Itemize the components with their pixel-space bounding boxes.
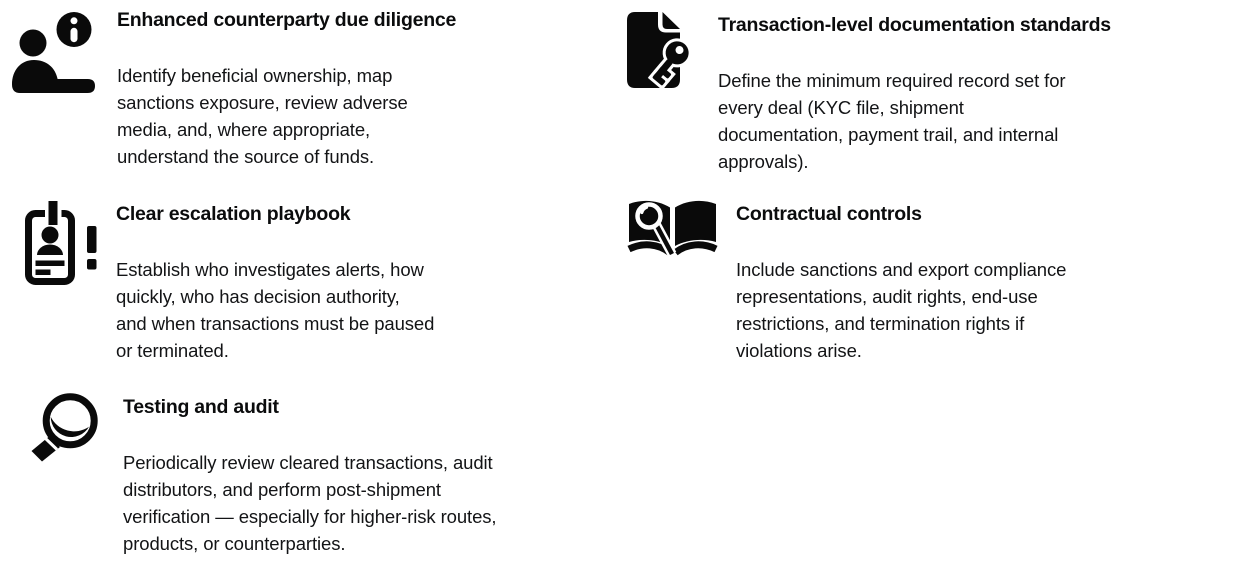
feature-text: Contractual controls Include sanctions a… <box>736 202 1236 364</box>
magnifier-icon <box>30 391 99 462</box>
feature-title: Transaction-level documentation standard… <box>718 14 1111 36</box>
feature-text: Testing and audit Periodically review cl… <box>123 395 648 557</box>
feature-description: Periodically review cleared transactions… <box>123 452 497 554</box>
id-card-alert-icon <box>24 200 98 286</box>
feature-description: Identify beneficial ownership, map sanct… <box>117 65 408 167</box>
file-key-icon <box>626 11 699 93</box>
feature-title: Enhanced counterparty due diligence <box>117 9 457 31</box>
feature-description: Define the minimum required record set f… <box>718 70 1066 172</box>
feature-title: Clear escalation playbook <box>116 203 351 225</box>
feature-title: Contractual controls <box>736 203 922 225</box>
feature-text: Enhanced counterparty due diligence Iden… <box>117 8 597 170</box>
feature-text: Transaction-level documentation standard… <box>718 13 1228 175</box>
feature-description: Establish who investigates alerts, how q… <box>116 259 435 361</box>
feature-text: Clear escalation playbook Establish who … <box>116 202 606 364</box>
feature-title: Testing and audit <box>123 396 279 418</box>
feature-description: Include sanctions and export compliance … <box>736 259 1067 361</box>
person-info-icon <box>11 11 95 94</box>
book-search-icon <box>627 198 718 260</box>
